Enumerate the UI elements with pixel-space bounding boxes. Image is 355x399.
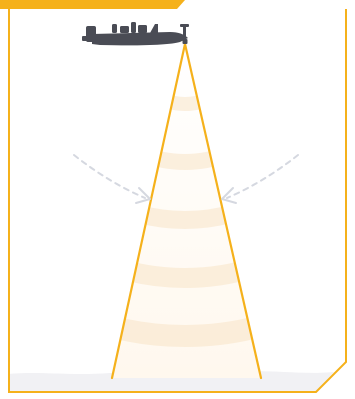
- sweep-arrow-left: [74, 155, 150, 203]
- sweep-arrow-right: [222, 155, 298, 203]
- bass-boat-icon: [82, 22, 189, 45]
- frame-tab: [0, 0, 185, 9]
- transducer-icon: [183, 39, 188, 44]
- sonar-rings: [0, 0, 355, 336]
